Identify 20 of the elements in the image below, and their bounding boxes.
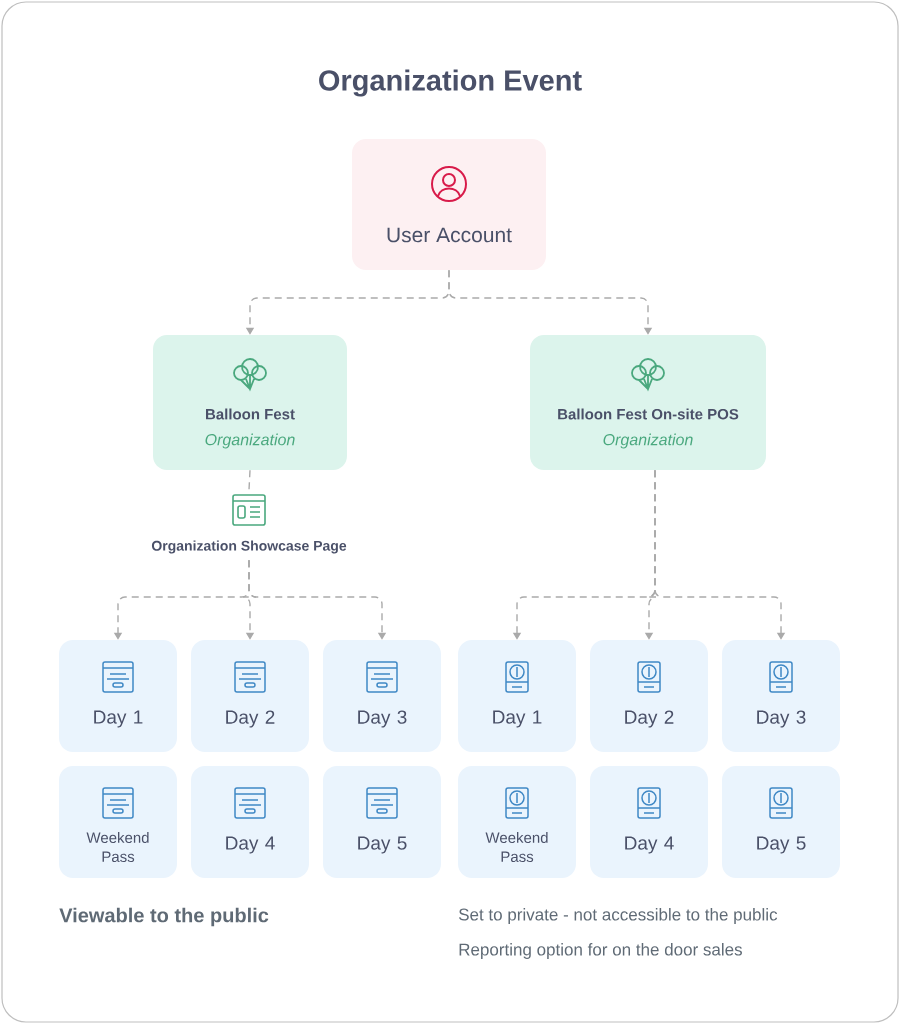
ticket-box: Weekend Pass: [59, 766, 177, 878]
ticket-box: Weekend Pass: [458, 766, 576, 878]
ticket-box: Day 1: [59, 640, 177, 752]
ticket-box: Day 3: [323, 640, 441, 752]
ticket-box: Day 1: [458, 640, 576, 752]
organization-box: Balloon Fest Organization: [153, 335, 347, 470]
ticket-box: Day 5: [722, 766, 840, 878]
diagram-title: Organization Event: [319, 69, 582, 97]
ticket-box: Day 2: [191, 640, 309, 752]
ticket-box: Day 3: [722, 640, 840, 752]
ticket-box: Day 2: [590, 640, 708, 752]
note-text: Set to private - not accessible to the public: [458, 908, 778, 924]
page-label: Organization Showcase Page: [151, 540, 347, 554]
note-text: Viewable to the public: [59, 907, 269, 927]
account-box: User Account: [352, 139, 546, 270]
ticket-box: Day 4: [191, 766, 309, 878]
organization-box: Balloon Fest On-site POS Organization: [530, 335, 766, 470]
ticket-box: Day 5: [323, 766, 441, 878]
note-text: Reporting option for on the door sales: [459, 943, 742, 959]
ticket-box: Day 4: [590, 766, 708, 878]
